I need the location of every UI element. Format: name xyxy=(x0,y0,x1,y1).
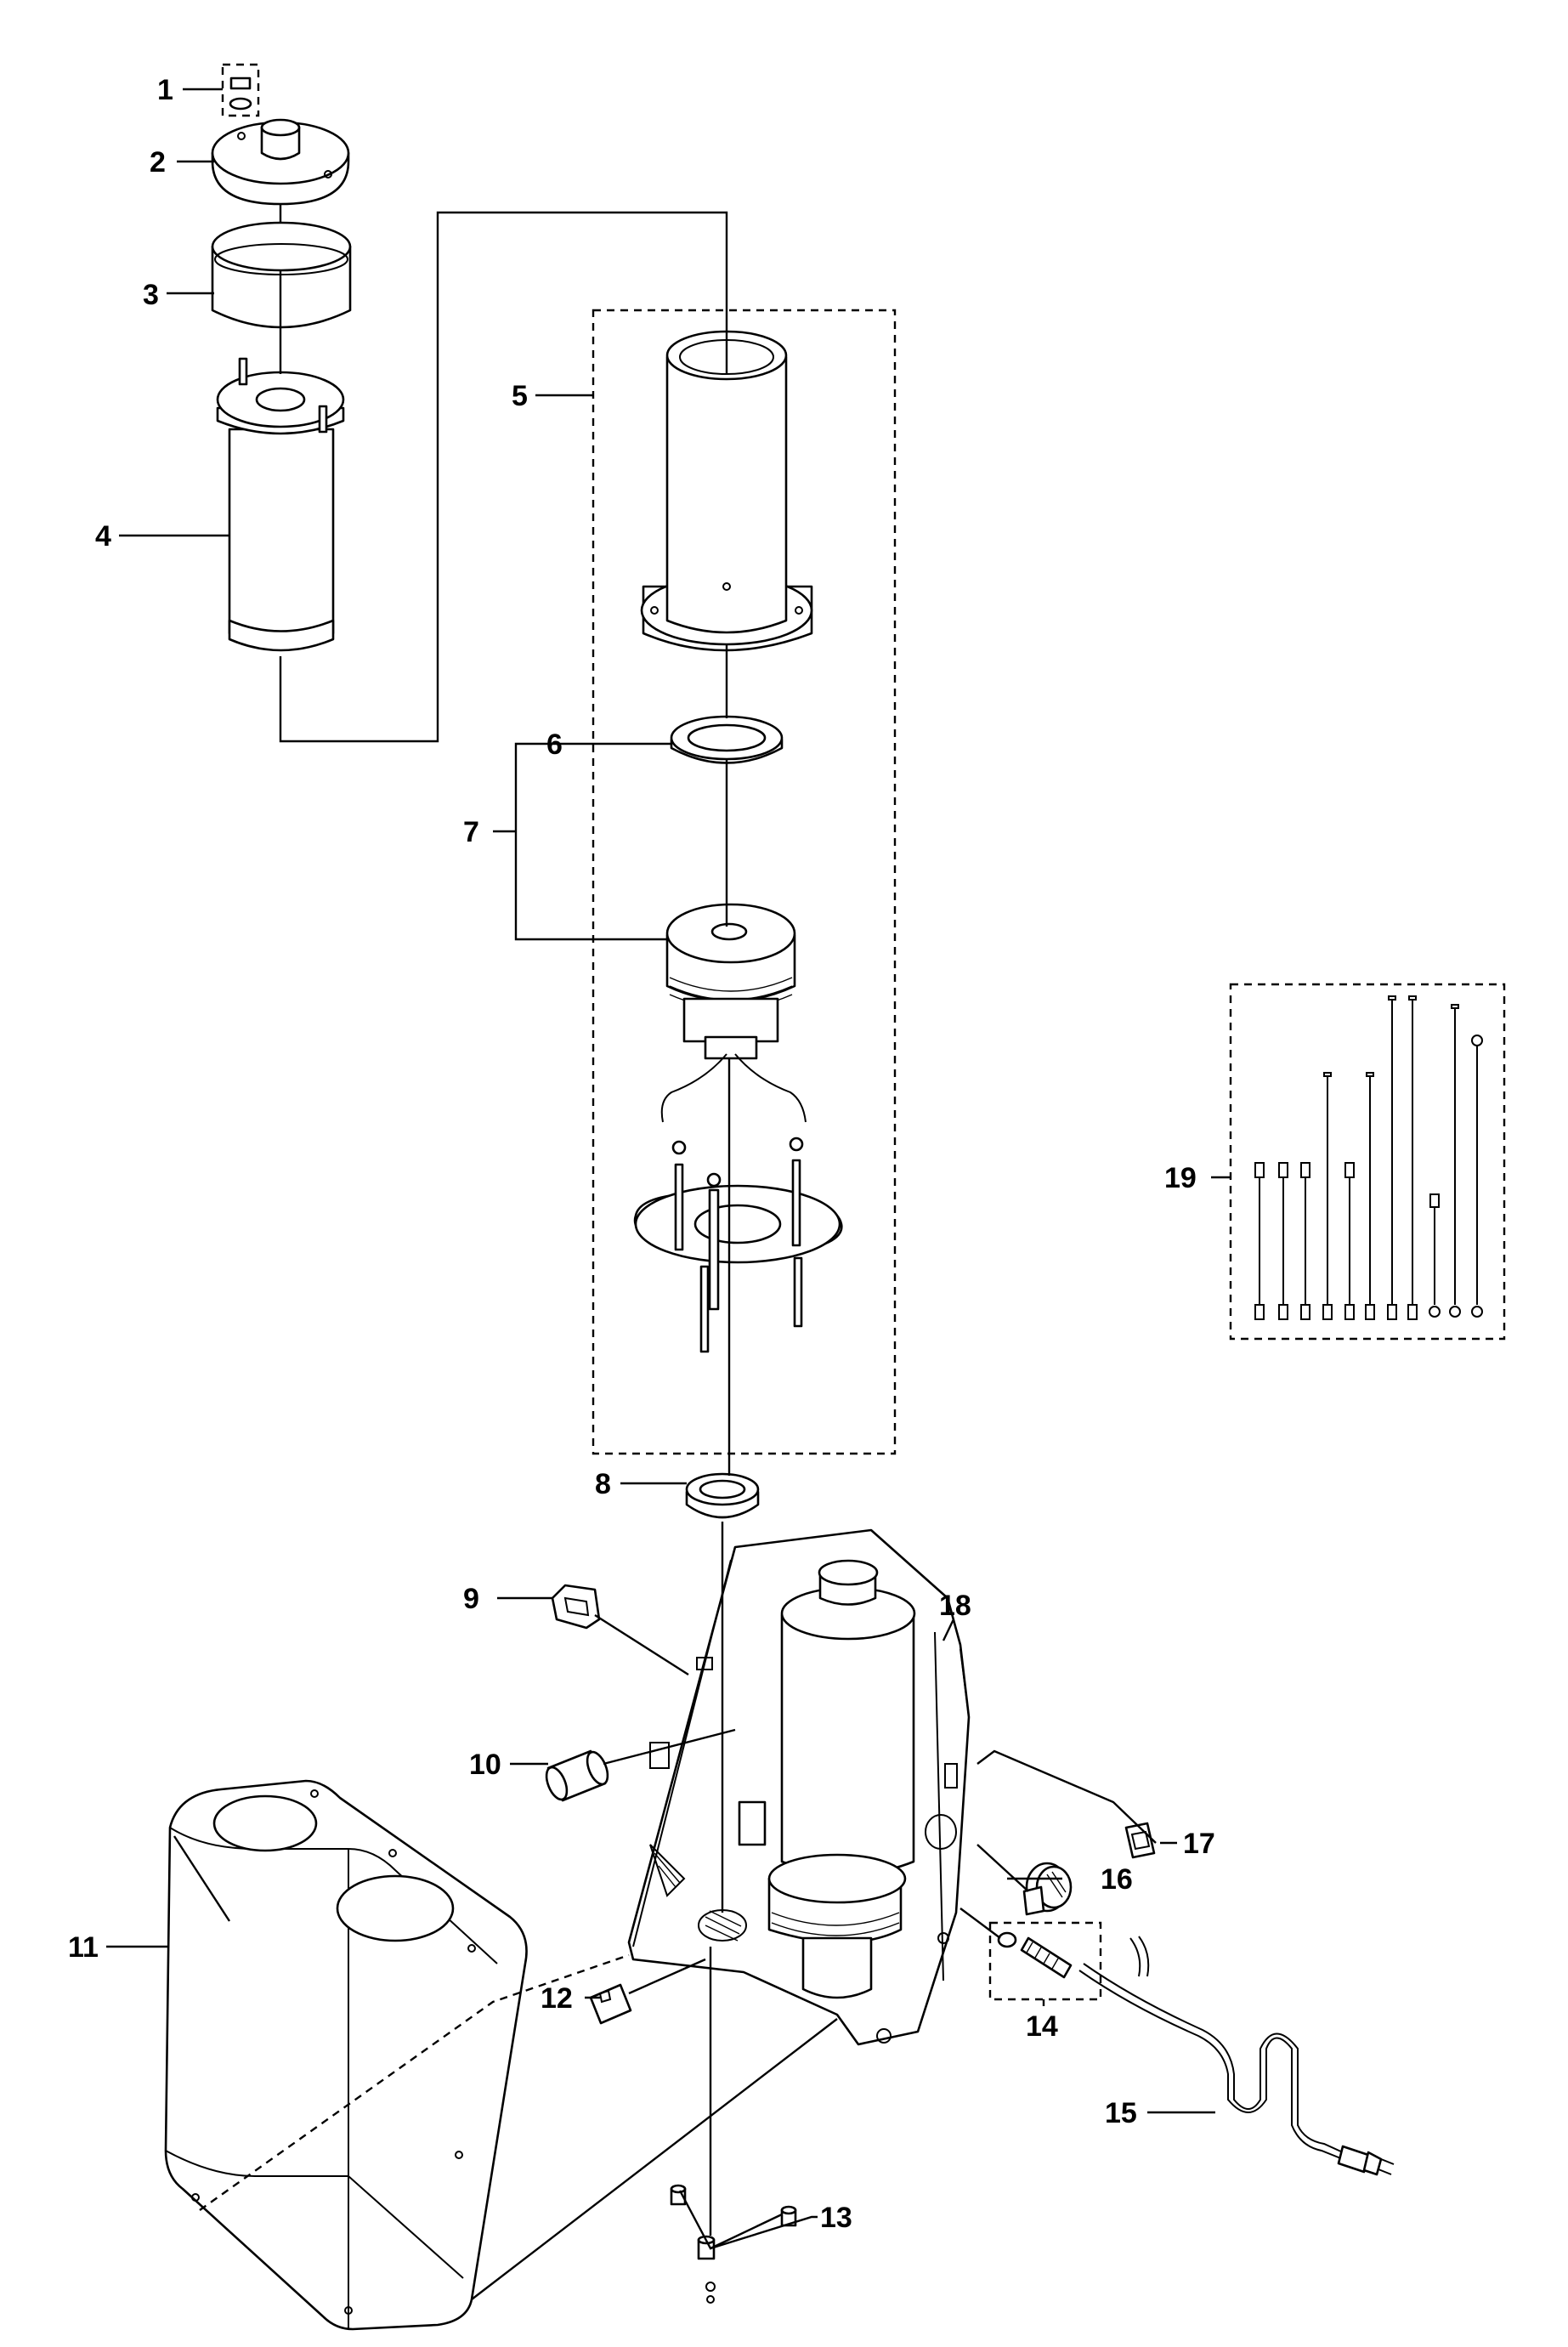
callout-12: 12 xyxy=(541,1982,573,2015)
part-8-lower-gasket xyxy=(685,1472,760,1519)
part-16-gauge xyxy=(1022,1862,1073,1916)
callout-leaders xyxy=(106,88,1231,2250)
callout-8: 8 xyxy=(595,1468,611,1500)
callout-18: 18 xyxy=(939,1590,971,1622)
part-7-motor-assembly xyxy=(633,903,843,1353)
callout-7: 7 xyxy=(463,816,479,848)
part-9-switch xyxy=(551,1584,601,1630)
callout-15: 15 xyxy=(1105,2097,1137,2129)
assembly-lines xyxy=(173,204,1157,2300)
part-12-micro-switch xyxy=(589,1983,632,2025)
part-19-wire-harness xyxy=(1229,983,1506,1341)
part-15-power-cord xyxy=(1078,1936,1395,2176)
callout-14: 14 xyxy=(1026,2010,1058,2043)
callout-4: 4 xyxy=(95,520,111,553)
part-11-outer-cover xyxy=(164,1779,528,2331)
callout-6: 6 xyxy=(546,728,563,761)
callout-13: 13 xyxy=(820,2202,852,2234)
callout-2: 2 xyxy=(150,146,166,179)
part-10-capacitor xyxy=(545,1749,609,1802)
part-13-feet xyxy=(670,2184,797,2304)
callout-19: 19 xyxy=(1164,1162,1197,1194)
part-4-filter-cartridge xyxy=(216,357,345,652)
callout-10: 10 xyxy=(469,1749,501,1781)
callout-1: 1 xyxy=(157,74,173,106)
callout-3: 3 xyxy=(143,279,159,311)
callout-16: 16 xyxy=(1101,1863,1133,1896)
part-1-nut-washer xyxy=(221,63,260,117)
callout-17: 17 xyxy=(1183,1828,1215,1860)
part-2-top-cover xyxy=(211,118,350,206)
callout-11: 11 xyxy=(68,1931,99,1964)
part-5-motor-tube xyxy=(592,309,897,1455)
part-18-chassis xyxy=(627,1528,971,2046)
callout-9: 9 xyxy=(463,1583,479,1615)
callout-labels: 1 2 3 4 5 6 7 8 9 10 11 12 13 14 15 16 1… xyxy=(68,74,1215,2234)
part-6-gasket xyxy=(670,715,784,764)
part-14-cable-gland xyxy=(988,1921,1102,2001)
part-17-rocker-switch xyxy=(1124,1822,1156,1859)
callout-5: 5 xyxy=(512,380,528,412)
